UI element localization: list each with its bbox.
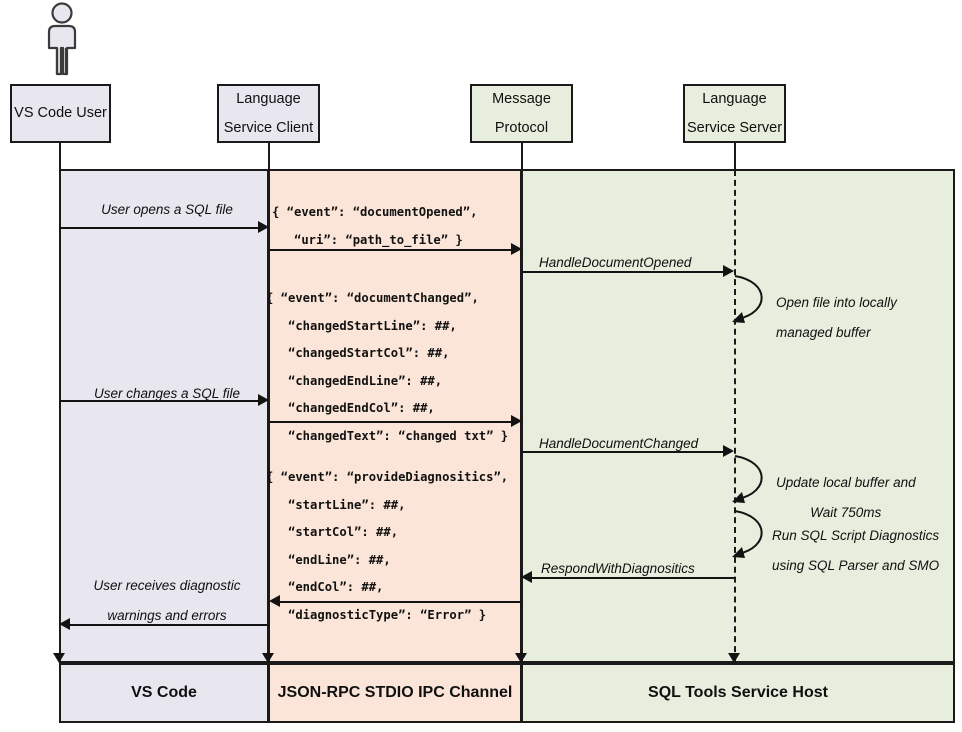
message-label-user-receives-line1: User receives diagnostic — [93, 578, 241, 593]
footer-label: SQL Tools Service Host — [648, 684, 828, 701]
note-run-diagnostics: Run SQL Script Diagnostics using SQL Par… — [772, 521, 939, 580]
message-arrowhead-user-receives — [59, 618, 70, 630]
participant-message-protocol[interactable]: Message Protocol — [470, 84, 573, 143]
lifeline-vs-code-user — [59, 170, 61, 662]
footer-sql-tools-service-host[interactable]: SQL Tools Service Host — [521, 663, 955, 723]
message-label-handle-document-opened: HandleDocumentOpened — [539, 255, 692, 270]
lifeline-stub-client — [268, 143, 270, 170]
message-label-handle-document-changed: HandleDocumentChanged — [539, 436, 699, 451]
message-arrow-user-opens — [60, 227, 260, 229]
participant-label-line1: Message — [492, 91, 551, 108]
payload-provide-diagnostics: { “event”: “provideDiagnositics”, “start… — [266, 470, 509, 622]
message-arrowhead-user-changes — [258, 394, 269, 406]
lifeline-language-service-client — [268, 170, 270, 662]
note-update-buffer-line2: Wait 750ms — [810, 504, 882, 520]
lifeline-language-service-server — [734, 170, 736, 662]
person-actor-icon — [40, 2, 84, 76]
self-call-arc-open-file — [732, 275, 763, 323]
message-arrowhead-respond-with-diagnostics — [521, 571, 532, 583]
message-label-user-opens: User opens a SQL file — [101, 202, 233, 217]
message-arrowhead-client-to-protocol-changed — [511, 415, 522, 427]
note-open-file: Open file into locally managed buffer — [776, 288, 897, 347]
message-arrow-user-changes — [60, 400, 260, 402]
lifeline-stub-proto — [521, 143, 523, 170]
participant-label: VS Code User — [14, 105, 107, 122]
note-update-buffer-line1: Update local buffer and — [776, 475, 916, 490]
note-open-file-line1: Open file into locally — [776, 295, 897, 310]
self-call-arc-run-diagnostics — [732, 510, 763, 558]
band-vscode — [59, 169, 269, 663]
lifeline-end-arrow-server — [728, 653, 740, 663]
participant-language-service-server[interactable]: Language Service Server — [683, 84, 786, 143]
message-arrow-user-receives — [69, 624, 269, 626]
message-arrow-client-to-protocol-opened — [269, 249, 514, 251]
participant-language-service-client[interactable]: Language Service Client — [217, 84, 320, 143]
message-arrow-client-to-protocol-changed — [269, 421, 514, 423]
band-ipc-channel — [268, 169, 522, 663]
participant-label-line2: Service Server — [686, 119, 783, 136]
message-arrowhead-handle-document-changed — [723, 445, 734, 457]
payload-document-changed: { “event”: “documentChanged”, “changedSt… — [266, 291, 509, 443]
message-label-user-receives: User receives diagnostic warnings and er… — [84, 571, 250, 630]
footer-vs-code[interactable]: VS Code — [59, 663, 269, 723]
payload-document-opened: { “event”: “documentOpened”, “uri”: “pat… — [272, 205, 478, 247]
footer-json-rpc-channel[interactable]: JSON-RPC STDIO IPC Channel — [268, 663, 522, 723]
footer-label: JSON-RPC STDIO IPC Channel — [277, 684, 513, 701]
participant-label-line1: Language — [236, 91, 301, 108]
message-arrowhead-handle-document-opened — [723, 265, 734, 277]
note-update-buffer: Update local buffer and Wait 750ms — [776, 468, 916, 527]
message-arrow-respond-with-diagnostics — [531, 577, 734, 579]
lifeline-end-arrow-client — [262, 653, 274, 663]
band-sql-tools-service-host — [521, 169, 955, 663]
message-label-user-changes: User changes a SQL file — [93, 386, 241, 401]
self-call-arc-update-buffer — [732, 455, 763, 503]
lifeline-end-arrow-proto — [515, 653, 527, 663]
participant-label-line2: Protocol — [494, 119, 549, 136]
lifeline-end-arrow-user — [53, 653, 65, 663]
message-label-user-receives-line2: warnings and errors — [107, 607, 227, 623]
participant-vs-code-user[interactable]: VS Code User — [10, 84, 111, 143]
message-arrow-handle-document-changed — [522, 451, 725, 453]
message-arrow-protocol-to-client-diagnostics — [279, 601, 522, 603]
lifeline-stub-server — [734, 143, 736, 170]
footer-label: VS Code — [131, 684, 197, 701]
note-run-diagnostics-line1: Run SQL Script Diagnostics — [772, 528, 940, 543]
message-arrowhead-user-opens — [258, 221, 269, 233]
lifeline-message-protocol — [521, 170, 523, 662]
note-run-diagnostics-line2: using SQL Parser and SMO — [772, 557, 940, 573]
participant-label-line1: Language — [702, 91, 767, 108]
note-open-file-line2: managed buffer — [776, 324, 871, 340]
message-arrowhead-protocol-to-client-diagnostics — [269, 595, 280, 607]
message-label-respond-with-diagnostics: RespondWithDiagnositics — [541, 561, 695, 576]
message-arrow-handle-document-opened — [522, 271, 725, 273]
lifeline-stub-user — [59, 143, 61, 170]
message-arrowhead-client-to-protocol-opened — [511, 243, 522, 255]
participant-label-line2: Service Client — [223, 119, 314, 136]
